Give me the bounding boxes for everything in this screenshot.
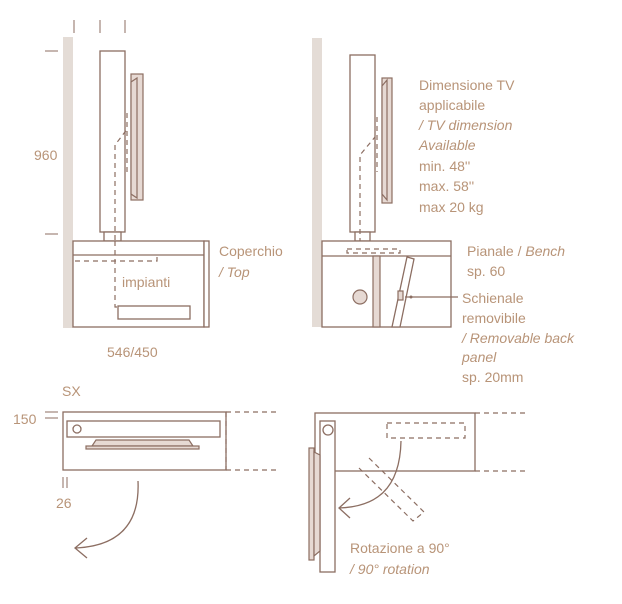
- wall: [63, 37, 73, 328]
- back-label: Schienale: [462, 290, 524, 306]
- cabinet: [321, 240, 452, 328]
- side-view-right: Dimensione TV applicabile / TV dimension…: [312, 38, 575, 385]
- back-label-2: removibile: [462, 310, 526, 326]
- side-label: SX: [62, 383, 81, 399]
- tv-column: [319, 420, 336, 573]
- height-label: 150: [13, 411, 37, 427]
- tv-max: max. 58'': [419, 178, 474, 194]
- cabinet-plan: [314, 412, 476, 472]
- tv-plan: [308, 447, 315, 561]
- top-label-en: / Top: [218, 264, 250, 280]
- tv-column: [349, 54, 376, 233]
- cable-hole: [352, 289, 368, 305]
- back-label-en-2: panel: [461, 349, 497, 365]
- gap-label: 26: [56, 495, 72, 511]
- rotation-label-en: / 90° rotation: [349, 561, 430, 577]
- slot: [117, 305, 191, 320]
- height-label: 960: [34, 147, 58, 163]
- bench-divider: [372, 255, 381, 328]
- impianti-label: impianti: [122, 274, 170, 290]
- depth-label: 546/450: [107, 344, 158, 360]
- tv-plan: [90, 439, 195, 447]
- back-thickness: sp. 20mm: [462, 369, 523, 385]
- tv-title-2: applicabile: [419, 97, 485, 113]
- plan-view-left: SX 150 26: [13, 383, 276, 559]
- bench-label: Pianale / Bench: [467, 243, 565, 259]
- tv-column: [99, 50, 126, 233]
- back-label-en: / Removable back: [461, 330, 575, 346]
- tv-title-en: / TV dimension: [418, 117, 513, 133]
- tv-min: min. 48'': [419, 158, 470, 174]
- tv-title: Dimensione TV: [419, 77, 515, 93]
- rotation-arrow: [338, 440, 402, 509]
- wall: [312, 38, 322, 327]
- side-view-left: 960 impianti Coperchio / Top 546/450: [34, 20, 283, 360]
- top-label: Coperchio: [219, 243, 283, 259]
- tv-title-en-2: Available: [418, 137, 476, 153]
- rotation-label: Rotazione a 90°: [350, 540, 450, 556]
- bench-label-en: Bench: [525, 243, 565, 259]
- bench-thickness: sp. 60: [467, 263, 505, 279]
- rotation-arrow: [75, 480, 139, 549]
- top-panel: [203, 240, 210, 328]
- plan-view-right: Rotazione a 90° / 90° rotation: [308, 412, 525, 577]
- tv-weight: max 20 kg: [419, 199, 484, 215]
- bench-label-it: Pianale /: [467, 243, 525, 259]
